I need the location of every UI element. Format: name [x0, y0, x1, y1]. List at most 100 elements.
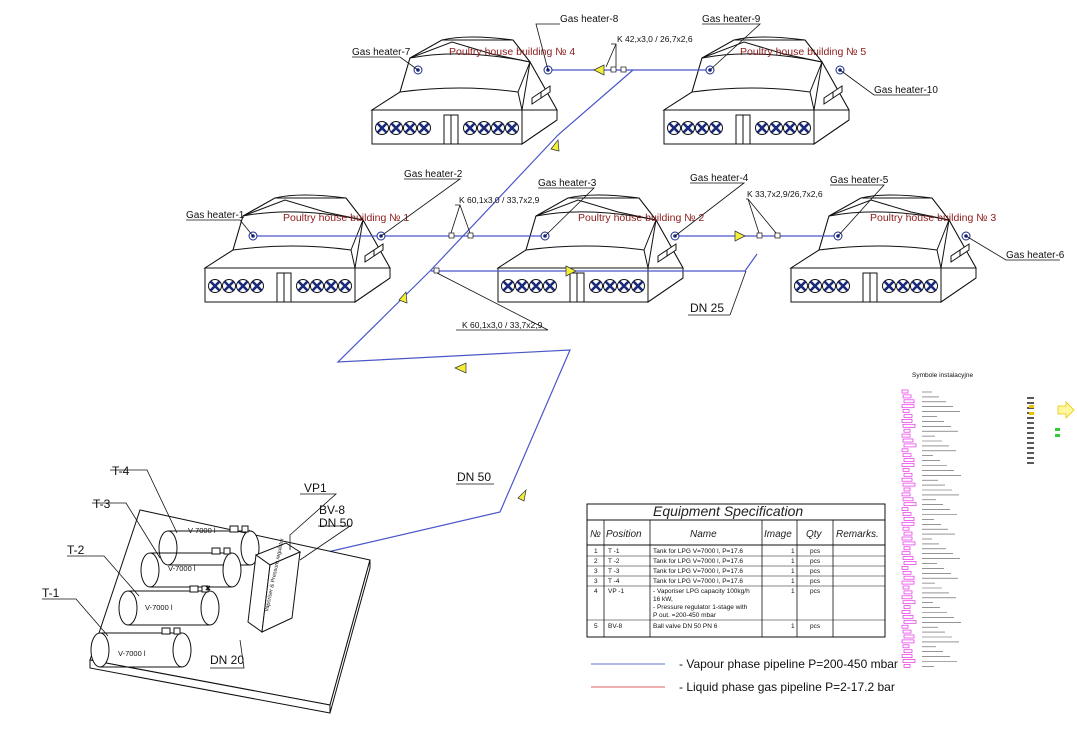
- symbol-entry: [901, 551, 953, 556]
- symbol-entry: [903, 517, 934, 521]
- spec-cell-position: BV-8: [608, 623, 622, 630]
- symbol-entry: [901, 595, 956, 600]
- symbol-entry: [903, 634, 952, 639]
- symbol-entry: [903, 561, 937, 565]
- symbol-arrow-icon: [1057, 401, 1075, 419]
- symbol-entry: [903, 458, 940, 462]
- symbol-entry: [901, 463, 947, 467]
- tank-volume-4: V-7000 l: [188, 526, 216, 535]
- symbol-entry: [902, 394, 939, 399]
- spec-header-remarks: Remarks.: [836, 529, 879, 540]
- symbol-entry: [903, 399, 946, 404]
- pipe-label-dn50: DN 50: [457, 470, 491, 484]
- spec-cell-name: P out. =200-450 mbar: [653, 612, 717, 619]
- heater-label-3: Gas heater-3: [538, 178, 597, 189]
- symbol-entry: [902, 409, 960, 413]
- symbol-entry: [901, 580, 935, 585]
- tank-volume-3: V-7000 l: [168, 564, 196, 573]
- symbol-color-swatch: [1055, 428, 1060, 431]
- spec-cell-no: 1: [594, 548, 598, 555]
- heater-label-8: Gas heater-8: [560, 14, 619, 25]
- symbol-entry: [903, 472, 961, 477]
- pipe-label-k60-lower: K 60,1x3,0 / 33,7x2,9: [462, 320, 543, 330]
- symbol-entry: [902, 659, 957, 663]
- symbol-entry: [903, 414, 937, 418]
- lpg-station: Vaporiser & Pressure regulator V-7000 l …: [42, 464, 371, 714]
- heater-label-1: Gas heater-1: [186, 210, 245, 221]
- spec-cell-name: Tank for LPG V=7000 l, P=17.6: [653, 578, 743, 585]
- symbol-entry: [902, 541, 939, 546]
- symbol-entry: [901, 521, 941, 526]
- spec-cell-qty: pcs: [810, 588, 821, 595]
- spec-cell-image: 1: [791, 548, 795, 555]
- symbol-entry: [903, 531, 955, 536]
- building-label-2: Poultry house building № 2: [578, 212, 704, 224]
- symbol-entry: [901, 639, 959, 644]
- spec-cell-qty: pcs: [810, 568, 821, 575]
- equipment-spec-table: Equipment Specification № Position Name …: [586, 503, 886, 638]
- tank-label-t3: T-3: [93, 497, 111, 511]
- spec-cell-position: T -1: [608, 548, 620, 555]
- spec-cell-name: Tank for LPG V=7000 l, P=17.6: [653, 568, 743, 575]
- pipe-label-dn25: DN 25: [690, 301, 724, 315]
- spec-cell-no: 5: [594, 623, 598, 630]
- symbol-entry: [902, 629, 945, 634]
- building-label-3: Poultry house building № 3: [870, 212, 996, 224]
- pipe-label-k60-upper: K 60,1x3,0 / 33,7x2,9: [459, 195, 540, 205]
- spec-cell-position: T -4: [608, 578, 620, 585]
- gas-heater-10-icon: [835, 65, 845, 75]
- heater-label-6: Gas heater-6: [1006, 250, 1065, 261]
- symbol-entry: [901, 404, 953, 409]
- symbol-entry: [902, 585, 942, 590]
- symbol-entry: [902, 526, 948, 531]
- leader-lines: [186, 23, 1060, 485]
- spec-cell-name: Ball valve DN 50 PN 6: [653, 623, 718, 630]
- symbols-title: Symbole instalacyjne: [912, 372, 973, 379]
- spec-cell-position: T -3: [608, 568, 620, 575]
- spec-cell-name: - Vaporiser LPG capacity 100kg/h: [653, 588, 750, 595]
- spec-cell-name: 16 kW,: [653, 596, 673, 603]
- spec-cell-no: 3: [594, 568, 598, 575]
- vaporiser-unit: [247, 542, 302, 633]
- heater-label-9: Gas heater-9: [702, 14, 761, 25]
- spec-cell-no: 4: [594, 588, 598, 595]
- symbol-entry: [902, 438, 942, 443]
- pipe-label-dn20: DN 20: [210, 653, 244, 667]
- symbol-entry: [902, 570, 951, 575]
- spec-cell-position: T -2: [608, 558, 620, 565]
- symbol-entry: [901, 389, 932, 394]
- spec-cell-image: 1: [791, 558, 795, 565]
- symbol-entry: [901, 507, 950, 511]
- symbol-entry: [901, 536, 932, 541]
- spec-cell-image: 1: [791, 568, 795, 575]
- spec-cell-qty: pcs: [810, 578, 821, 585]
- symbol-entry: [902, 482, 945, 487]
- symbol-entry: [903, 575, 958, 580]
- symbol-entry: [903, 546, 946, 551]
- spec-cell-no: 3: [594, 578, 598, 585]
- heater-label-7: Gas heater-7: [352, 47, 411, 58]
- spec-header-name: Name: [690, 529, 717, 540]
- spec-cell-image: 1: [791, 588, 795, 595]
- symbol-entry: [902, 423, 951, 428]
- symbol-entry: [902, 453, 933, 458]
- symbol-entry: [901, 654, 950, 658]
- spec-cell-qty: pcs: [810, 623, 821, 630]
- heater-label-4: Gas heater-4: [690, 173, 749, 184]
- spec-title: Equipment Specification: [653, 503, 803, 519]
- spec-cell-image: 1: [791, 578, 795, 585]
- symbol-entry: [903, 619, 961, 624]
- symbol-entry: [901, 448, 956, 453]
- symbol-color-swatch: [1029, 405, 1034, 408]
- symbol-entry: [901, 624, 938, 629]
- symbol-list: [901, 389, 1060, 668]
- spec-header-qty: Qty: [806, 529, 823, 540]
- symbol-entry: [903, 590, 949, 595]
- symbol-entry: [901, 610, 947, 614]
- symbol-entry: [903, 605, 940, 609]
- symbol-entry: [903, 502, 943, 507]
- heater-label-2: Gas heater-2: [404, 169, 463, 180]
- symbol-color-swatch: [1029, 412, 1034, 415]
